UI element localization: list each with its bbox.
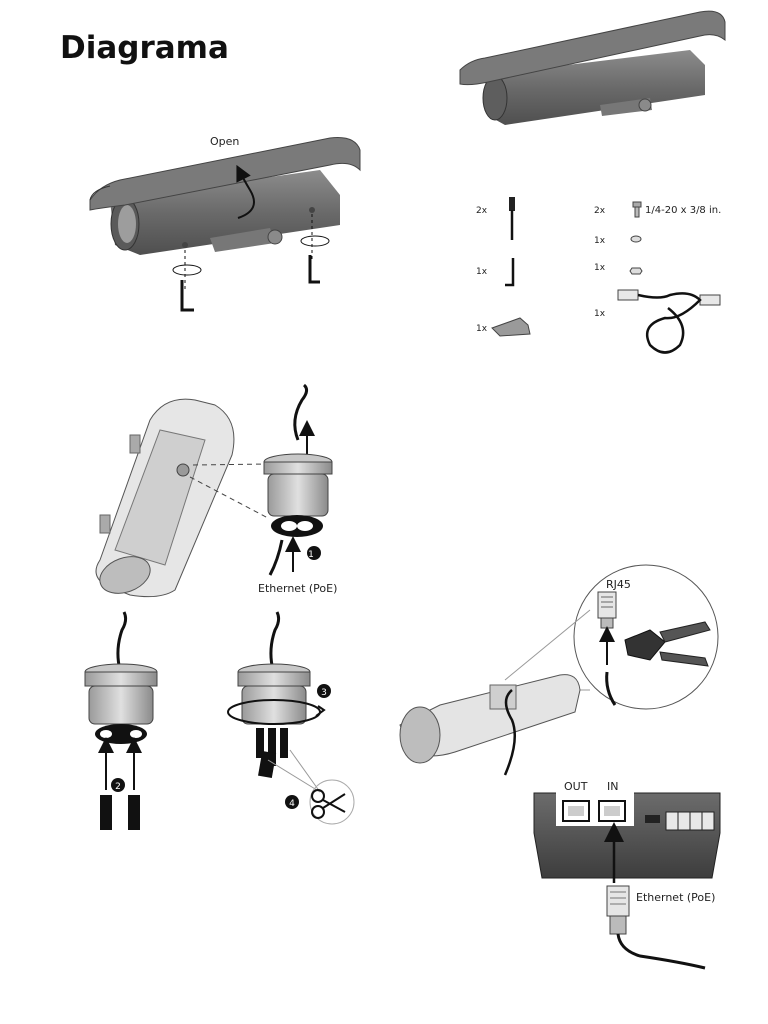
- step-2-badge: 2: [115, 782, 121, 792]
- bracket-qty: 1x: [476, 324, 488, 334]
- step-3-badge: 3: [321, 688, 327, 698]
- ethernet-cable-icon: [617, 289, 721, 354]
- bolt-icon: [509, 197, 515, 240]
- ethernet-poe-label-right: Ethernet (PoE): [636, 891, 715, 904]
- detail-leader: [504, 609, 591, 681]
- in-port: [598, 800, 626, 822]
- housing-interior: [95, 398, 235, 598]
- step-1-badge: 1: [308, 550, 314, 560]
- parts-list: [491, 197, 721, 354]
- guide-line: [192, 463, 269, 466]
- cable-gland-step2: [84, 611, 158, 830]
- hex-key-icon: [505, 258, 515, 287]
- camera-housing-closed: [459, 10, 726, 125]
- poe-interface-box: [533, 792, 721, 883]
- cable-gland-step3: [227, 611, 355, 825]
- screw-spec: 1/4-20 x 3/8 in.: [645, 205, 721, 216]
- nut-icon: [629, 267, 643, 275]
- hex-key-qty: 1x: [476, 267, 488, 277]
- page-title: Diagrama: [60, 30, 229, 66]
- mount-bracket-icon: [491, 317, 531, 337]
- rj45-plug: [606, 885, 706, 970]
- nut-qty: 1x: [594, 263, 606, 273]
- out-port: [562, 800, 590, 822]
- housing-open-cable: [399, 674, 581, 776]
- open-label: Open: [210, 135, 239, 148]
- scissors-icon: [311, 789, 346, 819]
- out-label: OUT: [564, 780, 588, 793]
- washer-qty: 1x: [594, 236, 606, 246]
- guide-line: [189, 476, 269, 519]
- crimp-tool-icon: [624, 621, 711, 667]
- bolt-qty: 2x: [476, 206, 488, 216]
- screw-qty: 2x: [594, 206, 606, 216]
- screw-icon: [632, 201, 642, 218]
- step-4-badge: 4: [289, 799, 295, 809]
- ethernet-poe-label-left: Ethernet (PoE): [258, 582, 337, 595]
- rj45-detail-circle: [573, 564, 719, 710]
- cable-gland-top: [263, 383, 333, 576]
- rj45-label: RJ45: [606, 578, 631, 591]
- camera-housing-open: [89, 137, 361, 312]
- in-label: IN: [607, 780, 618, 793]
- washer-icon: [630, 235, 642, 243]
- cable-qty: 1x: [594, 309, 606, 319]
